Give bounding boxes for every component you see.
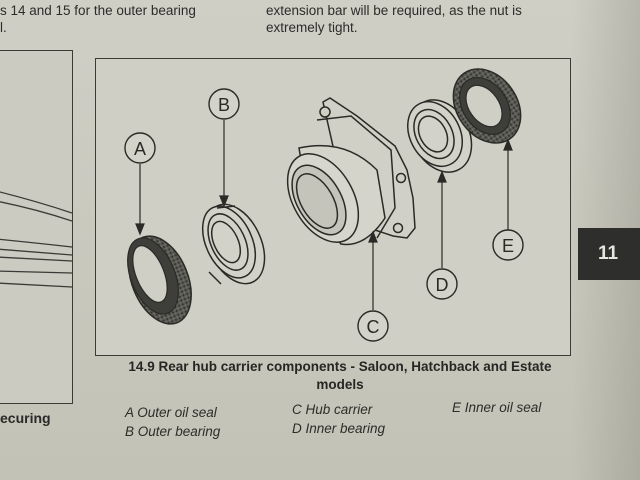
- outer-oil-seal-drawing: [127, 235, 192, 325]
- section-tab: 11: [578, 228, 640, 280]
- callout-a-label: A: [134, 139, 146, 159]
- outer-bearing-drawing: [201, 203, 266, 285]
- callout-b-label: B: [218, 95, 230, 115]
- top-right-text-line-2: extremely tight.: [266, 20, 358, 35]
- top-left-text-line-1: s 14 and 15 for the outer bearing: [0, 3, 196, 18]
- callout-a: A: [124, 132, 156, 164]
- callout-d: D: [426, 268, 458, 300]
- hub-carrier-drawing: [286, 97, 416, 246]
- legend-item-c: C Hub carrier: [292, 402, 373, 417]
- callout-c: C: [357, 310, 389, 342]
- inner-oil-seal-drawing: [452, 68, 522, 144]
- legend-item-e: E Inner oil seal: [452, 400, 542, 415]
- inner-bearing-drawing: [407, 99, 473, 173]
- leader-lines: [135, 120, 513, 310]
- legend-item-b: B Outer bearing: [125, 424, 221, 439]
- figure-caption: 14.9 Rear hub carrier components - Saloo…: [128, 359, 552, 392]
- legend-item-d: D Inner bearing: [292, 421, 386, 436]
- callout-c-label: C: [367, 317, 380, 337]
- callout-e: E: [492, 229, 524, 261]
- top-right-text-line-1: extension bar will be required, as the n…: [266, 3, 522, 18]
- left-figure-caption: ecuring: [0, 410, 51, 426]
- callout-d-label: D: [436, 275, 449, 295]
- hub-carrier-diagram: A B C D E: [124, 68, 524, 342]
- callout-b: B: [208, 88, 240, 120]
- legend-item-a: A Outer oil seal: [125, 405, 217, 420]
- left-figure-panel: [0, 50, 73, 404]
- top-left-text-line-2: l.: [0, 20, 7, 35]
- left-figure-drawing: [0, 191, 73, 288]
- callout-e-label: E: [502, 236, 514, 256]
